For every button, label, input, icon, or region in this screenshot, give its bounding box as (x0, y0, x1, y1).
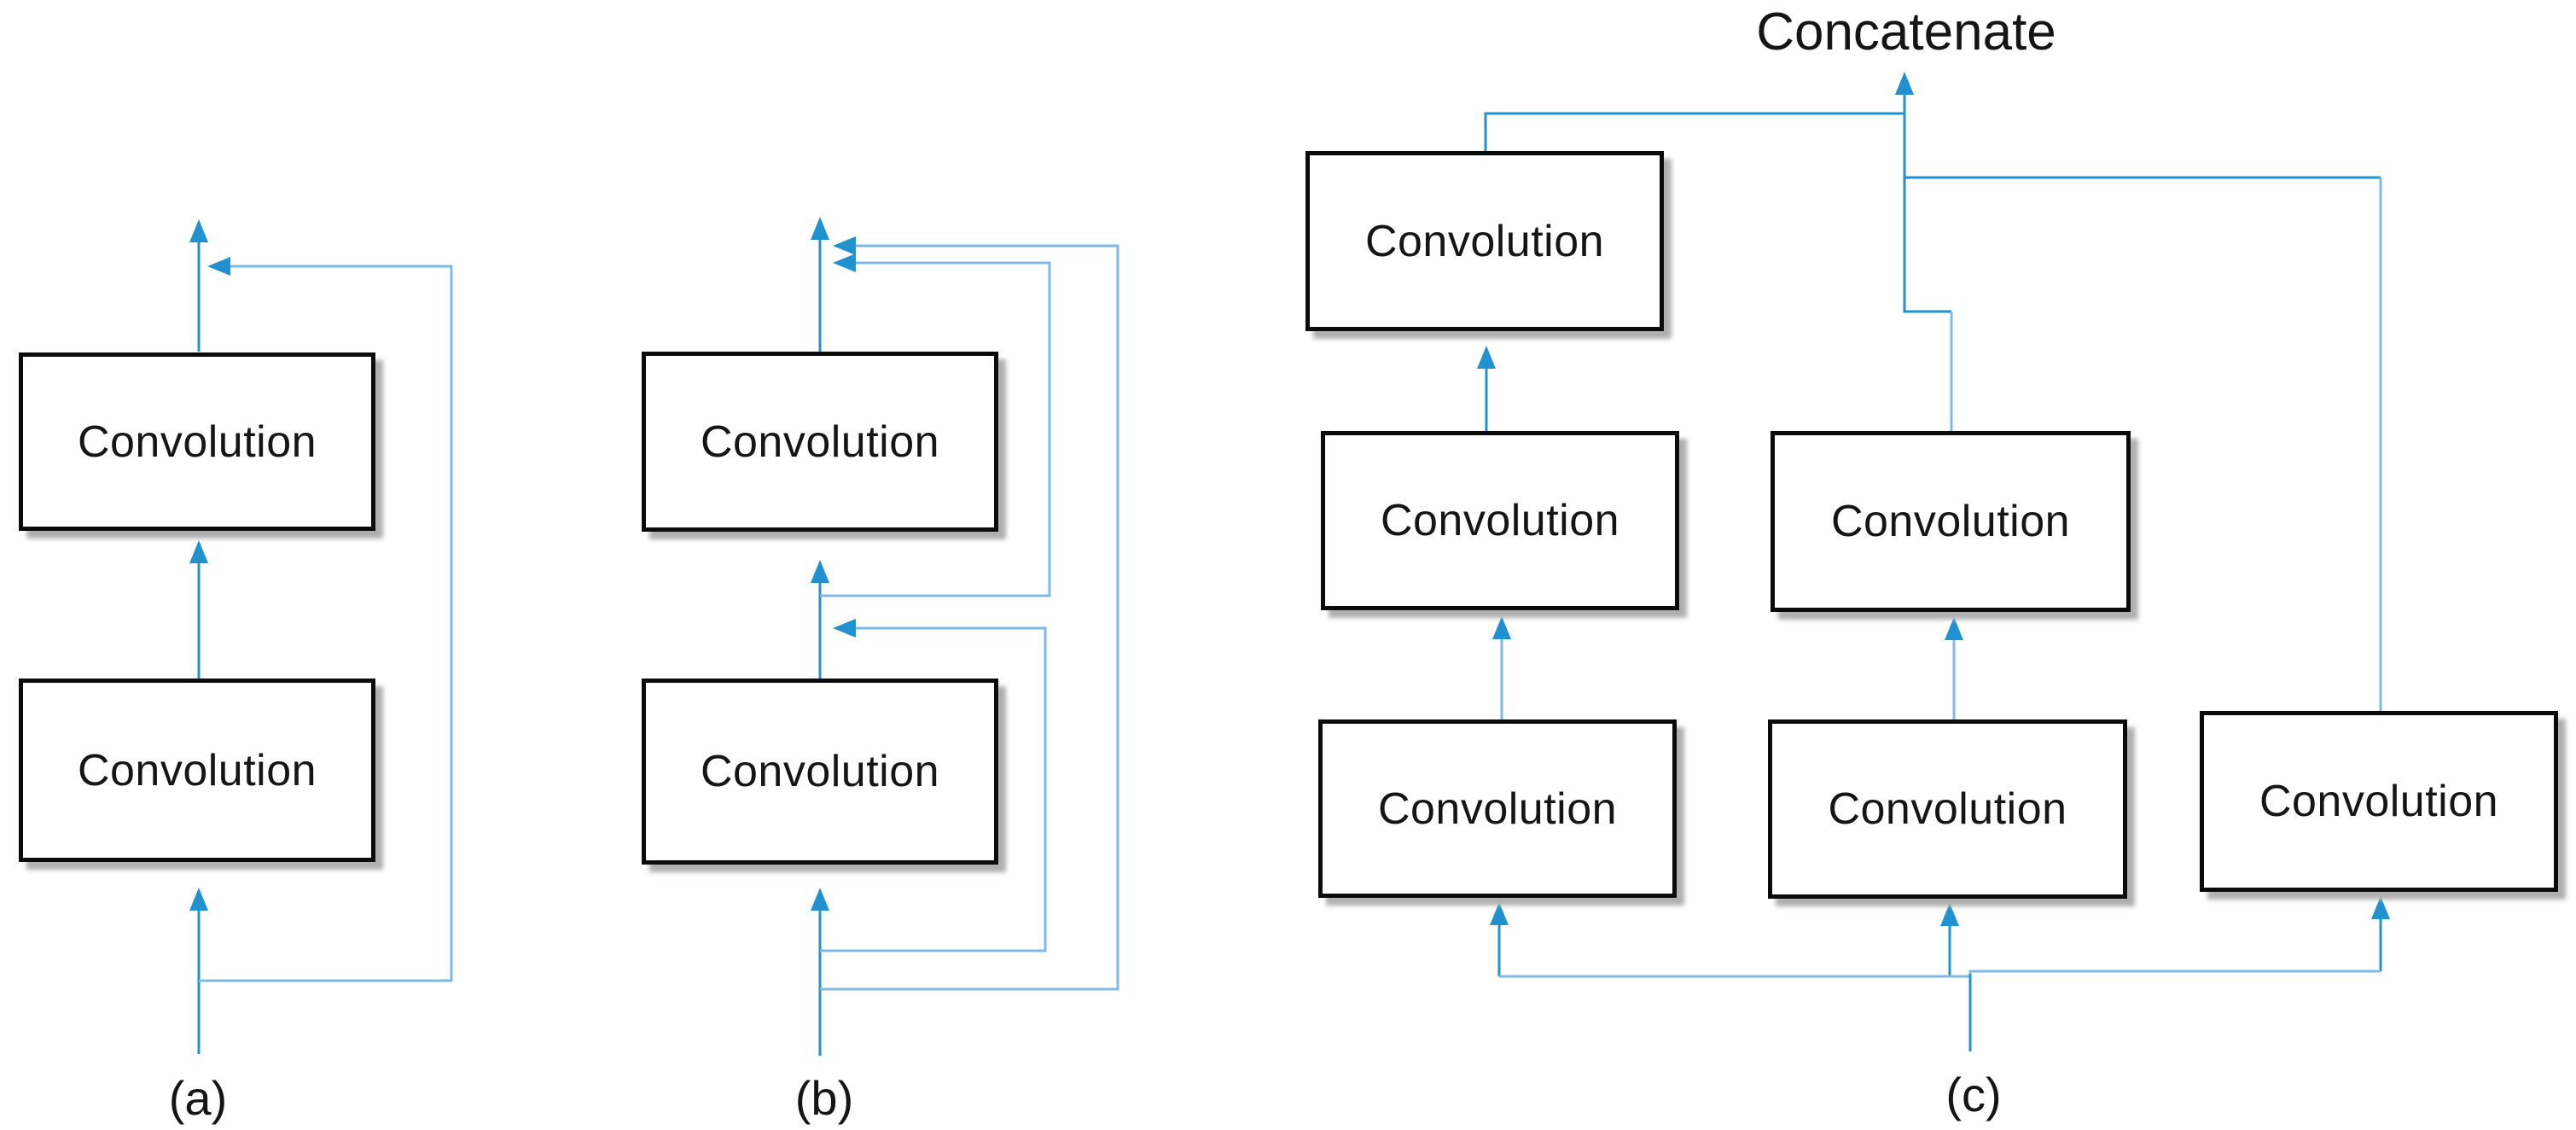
conv-box-c-bottom-right: Convolution (2200, 711, 2558, 892)
panel-a-skip-line (199, 265, 453, 982)
panel-b-input-arrowhead-icon (811, 888, 829, 911)
panel-b-input-to-output-skip-line (820, 244, 1119, 991)
panel-c-concat-spine-line (1903, 95, 1951, 313)
panel-a-input-arrowhead-icon (189, 888, 208, 911)
panel-b-output-arrowhead-icon (811, 217, 829, 240)
conv-box-a-bottom: Convolution (19, 679, 375, 862)
conv-box-b-bottom: Convolution (642, 679, 998, 865)
conv-box-label: Convolution (1828, 784, 2067, 834)
conv-box-label: Convolution (77, 416, 317, 467)
conv-box-c-bottom-left: Convolution (1318, 719, 1677, 898)
concatenate-label: Concatenate (1756, 3, 2056, 61)
panel-b-input-to-mid-arrowhead-icon (833, 619, 856, 638)
conv-box-label: Convolution (1364, 216, 1605, 266)
conv-box-label: Convolution (700, 416, 940, 467)
conv-box-c-top: Convolution (1305, 151, 1664, 331)
conv-box-c-mid-right: Convolution (1771, 431, 2131, 612)
panel-b-mid-to-output-skip-line (820, 261, 1051, 597)
panel-a-skip-arrowhead-icon (207, 257, 230, 276)
panel-b-input-to-output-arrowhead-icon (833, 236, 856, 255)
panel-c-midleft-arrowhead-icon (1492, 616, 1511, 639)
conv-box-b-top: Convolution (642, 352, 998, 532)
panel-b-caption: (b) (794, 1071, 854, 1125)
panel-c-left-branch-to-concat-line (1484, 112, 1904, 151)
panel-c-caption: (c) (1945, 1068, 2002, 1121)
panel-b-interbox-arrowhead-icon (811, 560, 829, 583)
panel-b-mid-to-output-arrowhead-icon (833, 253, 856, 272)
panel-c-top-box-arrowhead-icon (1477, 346, 1496, 369)
panel-a-interbox-arrowhead-icon (189, 540, 208, 563)
conv-box-c-mid-left: Convolution (1321, 431, 1679, 610)
conv-box-a-top: Convolution (19, 352, 375, 531)
panel-c-midright-arrowhead-icon (1945, 617, 1963, 640)
panel-c-bottomright-arrowhead-icon (2371, 896, 2390, 919)
conv-box-label: Convolution (700, 747, 940, 796)
conv-box-c-bottom-mid: Convolution (1768, 719, 2127, 899)
panel-b-input-to-mid-skip-line (820, 626, 1047, 952)
panel-a-caption: (a) (168, 1071, 228, 1125)
panel-c-concat-arrowhead-icon (1895, 72, 1914, 95)
conv-box-label: Convolution (1380, 496, 1620, 545)
panel-a-output-arrowhead-icon (189, 219, 208, 242)
conv-box-label: Convolution (1377, 783, 1618, 834)
conv-box-label: Convolution (2259, 777, 2499, 826)
conv-box-label: Convolution (77, 745, 317, 795)
conv-box-label: Convolution (1830, 497, 2071, 546)
panel-c-bottomleft-arrowhead-icon (1490, 902, 1509, 925)
panel-c-bottommid-arrowhead-icon (1940, 903, 1959, 926)
panel-c-input-manifold-line (1499, 970, 2381, 978)
